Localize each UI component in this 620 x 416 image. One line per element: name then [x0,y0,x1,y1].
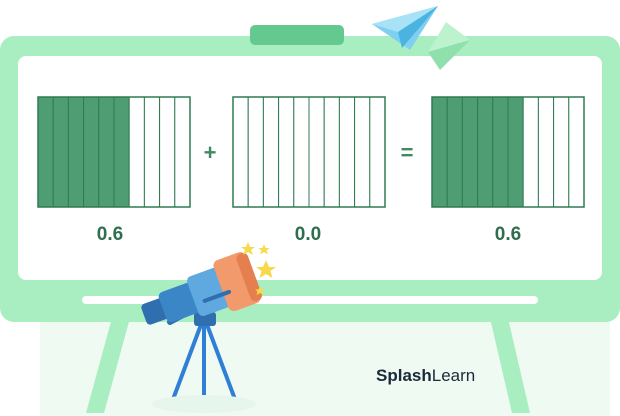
plus-operator: + [203,140,217,165]
empty-tenth-cell [522,96,539,208]
empty-tenth-cell [338,96,356,208]
empty-tenth-cell [143,96,161,208]
decimal-grids [37,96,585,208]
stars-icon [241,242,276,295]
grid-outline [431,96,585,208]
shaded-tenth-cell [52,96,69,208]
empty-tenth-cell [323,96,340,208]
empty-tenth-cell [262,96,280,208]
empty-tenth-cell [247,96,264,208]
tenths-grid-2 [232,96,386,208]
paper-plane-blue-icon [372,6,438,50]
shaded-tenth-cell [431,96,448,208]
grid-outline [37,96,191,208]
tenths-grid-3 [431,96,585,208]
empty-tenth-cell [568,96,585,208]
equals-operator: = [400,140,414,165]
whiteboard-handle [250,25,344,45]
telescope-icon [141,252,262,326]
shaded-tenth-cell [507,96,524,208]
shaded-tenth-cell [492,96,509,208]
value-label-3: 0.6 [494,224,522,245]
empty-tenth-cell [354,96,371,208]
telescope-shadow [152,395,256,413]
easel-legs [86,318,530,413]
value-label-1: 0.6 [96,224,124,245]
empty-tenth-cell [553,96,570,208]
brand-logo: SplashLearn [376,366,475,386]
shaded-tenth-cell [37,96,54,208]
telescope-tripod [170,320,238,404]
shaded-tenth-cell [461,96,479,208]
brand-name-part2: Learn [431,366,476,385]
paper-plane-green-icon [428,22,470,70]
shaded-tenth-cell [67,96,85,208]
shaded-tenth-cell [477,96,494,208]
shaded-tenth-cell [446,96,463,208]
empty-tenth-cell [159,96,176,208]
empty-tenth-cell [278,96,295,208]
shaded-tenth-cell [83,96,100,208]
empty-tenth-cell [293,96,310,208]
shaded-tenth-cell [113,96,130,208]
brand-name-part1: Splash [376,366,432,385]
empty-tenth-cell [174,96,191,208]
empty-tenth-cell [308,96,325,208]
grid-outline [232,96,386,208]
empty-tenth-cell [537,96,555,208]
tenths-grid-1 [37,96,191,208]
value-label-2: 0.0 [294,224,322,245]
shaded-tenth-cell [98,96,115,208]
empty-tenth-cell [369,96,386,208]
empty-tenth-cell [232,96,249,208]
empty-tenth-cell [128,96,145,208]
